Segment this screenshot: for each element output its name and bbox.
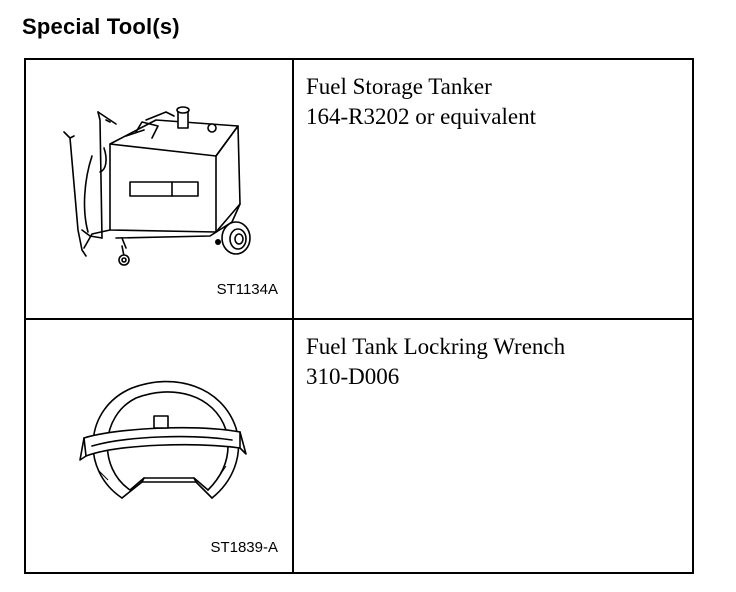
special-tools-table: ST1134A Fuel Storage Tanker 164-R3202 or… <box>24 58 694 574</box>
tool-illustration-cell: ST1839-A <box>24 318 294 574</box>
tool-description-cell: Fuel Storage Tanker 164-R3202 or equival… <box>292 58 694 320</box>
tool-description-cell: Fuel Tank Lockring Wrench 310-D006 <box>292 318 694 574</box>
fuel-storage-tanker-illustration <box>63 106 251 266</box>
tool-row: ST1134A Fuel Storage Tanker 164-R3202 or… <box>24 58 694 320</box>
lockring-wrench-illustration <box>79 380 247 499</box>
illustration-caption: ST1134A <box>216 281 278 298</box>
tool-illustration-cell: ST1134A <box>24 58 294 320</box>
tool-name: Fuel Tank Lockring Wrench <box>306 334 566 359</box>
tool-part-number: 310-D006 <box>306 364 400 389</box>
tool-name: Fuel Storage Tanker <box>306 74 492 99</box>
tool-part-number: 164-R3202 or equivalent <box>306 104 536 129</box>
tool-row: ST1839-A Fuel Tank Lockring Wrench 310-D… <box>24 318 694 574</box>
section-heading: Special Tool(s) <box>22 14 180 39</box>
illustration-caption: ST1839-A <box>210 539 278 556</box>
